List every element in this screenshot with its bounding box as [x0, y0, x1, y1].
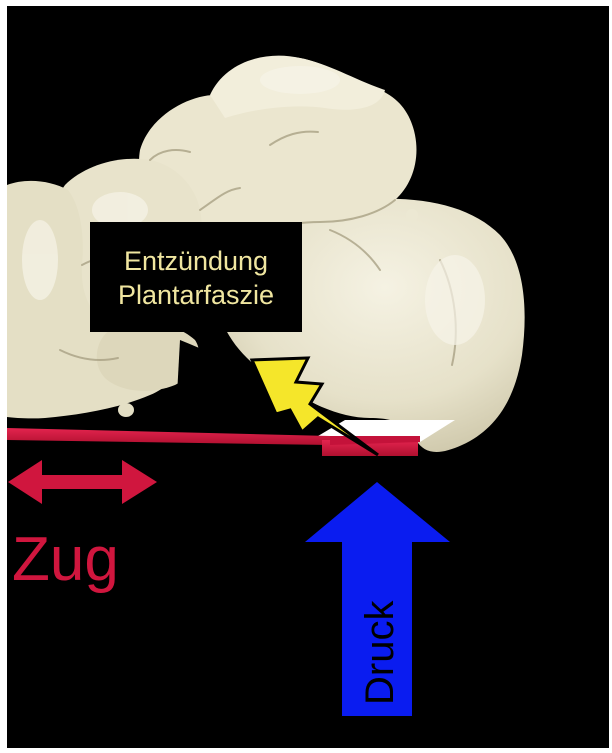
ossicle-bone	[406, 209, 418, 221]
pull-label: Zug	[12, 525, 119, 594]
label-line-1: Entzündung	[124, 246, 268, 276]
label-box	[90, 222, 302, 332]
label-line-2: Plantarfaszie	[118, 280, 274, 310]
sesamoid-bone	[118, 403, 134, 417]
pressure-label: Druck	[358, 600, 402, 705]
inflammation-label: Entzündung Plantarfaszie	[90, 222, 302, 332]
